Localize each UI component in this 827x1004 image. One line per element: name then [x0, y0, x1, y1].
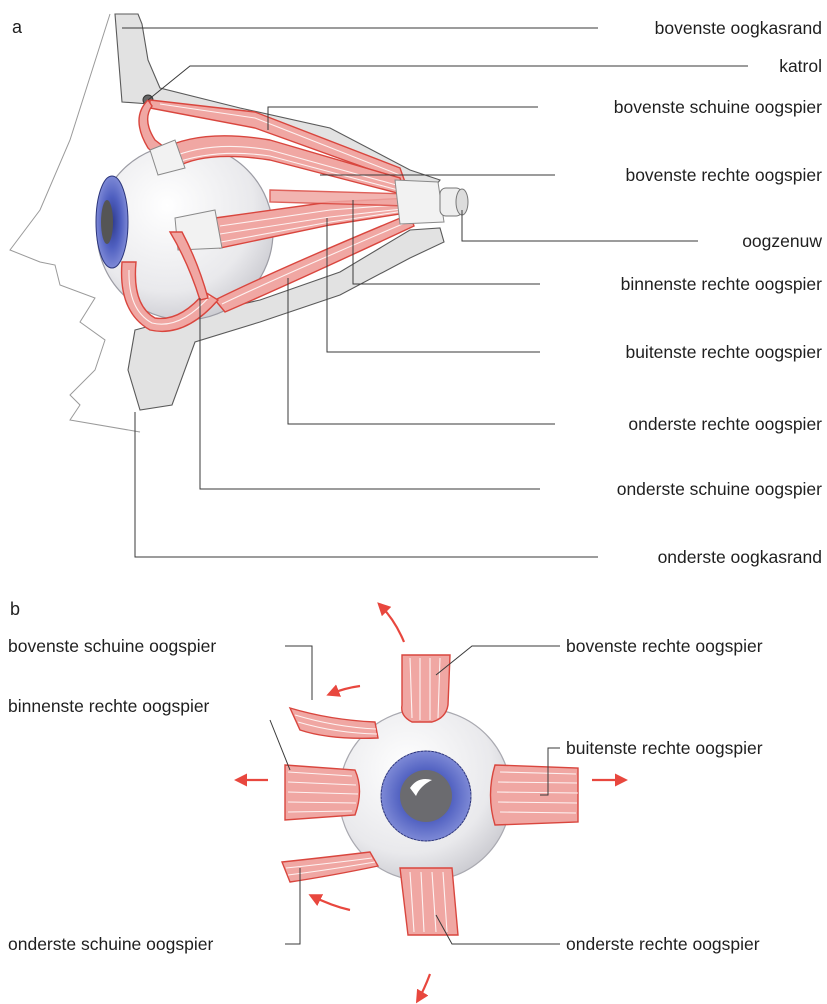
label-onderste-oogkasrand: onderste oogkasrand — [658, 547, 822, 567]
leader-b-bovenste-rechte — [436, 646, 560, 675]
panel-b: b — [8, 599, 763, 1000]
common-tendon-ring — [395, 180, 444, 224]
leader-onderste-oogkasrand — [135, 412, 598, 557]
panel-a-letter: a — [12, 17, 23, 37]
label-bovenste-rechte-oogspier-b: bovenste rechte oogspier — [566, 636, 763, 656]
inferior-rectus-front — [400, 868, 458, 935]
leader-b-bovenste-schuine — [285, 646, 312, 700]
label-binnenste-rechte-oogspier-b: binnenste rechte oogspier — [8, 696, 210, 716]
label-katrol: katrol — [779, 56, 822, 76]
label-onderste-rechte-oogspier-b: onderste rechte oogspier — [566, 934, 760, 954]
leader-onderste-schuine — [200, 298, 540, 489]
label-onderste-schuine-oogspier-b: onderste schuine oogspier — [8, 934, 213, 954]
leader-b-binnenste-rechte — [270, 720, 290, 770]
label-bovenste-schuine-oogspier-b: bovenste schuine oogspier — [8, 636, 216, 656]
leader-katrol — [148, 66, 748, 100]
label-buitenste-rechte-oogspier-b: buitenste rechte oogspier — [566, 738, 763, 758]
leader-oogzenuw — [462, 210, 698, 241]
label-onderste-rechte-oogspier-a: onderste rechte oogspier — [628, 414, 822, 434]
arrow-up — [380, 605, 404, 642]
label-bovenste-schuine-oogspier-a: bovenste schuine oogspier — [614, 97, 822, 117]
pupil — [101, 200, 113, 244]
label-buitenste-rechte-oogspier-a: buitenste rechte oogspier — [625, 342, 822, 362]
leader-onderste-rechte — [288, 278, 555, 424]
arrow-inferior-oblique — [312, 896, 350, 910]
label-binnenste-rechte-oogspier-a: binnenste rechte oogspier — [621, 274, 823, 294]
panel-a: a — [10, 14, 822, 567]
superior-rectus-front — [402, 655, 450, 722]
arrow-superior-oblique — [330, 686, 360, 694]
medial-rectus-muscle — [270, 190, 410, 206]
label-oogzenuw: oogzenuw — [742, 231, 822, 251]
label-bovenste-oogkasrand: bovenste oogkasrand — [655, 18, 822, 38]
panel-b-letter: b — [10, 599, 20, 619]
label-bovenste-rechte-oogspier-a: bovenste rechte oogspier — [625, 165, 822, 185]
label-onderste-schuine-oogspier-a: onderste schuine oogspier — [617, 479, 822, 499]
arrow-down — [418, 974, 430, 1000]
pupil-front — [400, 770, 452, 822]
